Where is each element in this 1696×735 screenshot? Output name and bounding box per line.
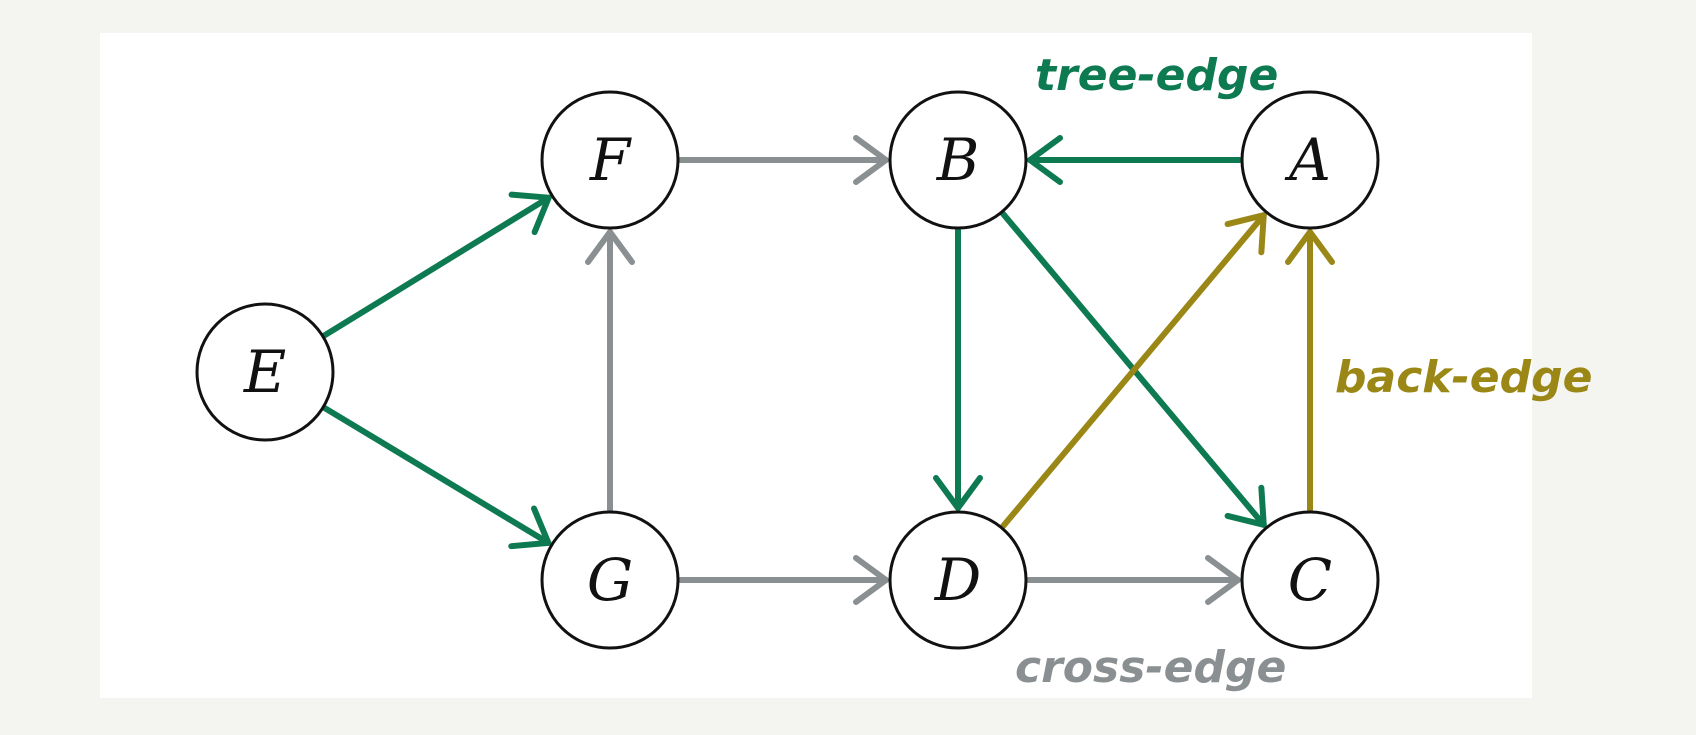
edge-arrowhead	[1285, 229, 1335, 265]
edge-arrowhead	[933, 475, 983, 511]
node-label: F	[589, 126, 632, 194]
edge-arrowhead	[853, 135, 889, 185]
node-b: B	[888, 90, 1028, 230]
node-label: E	[243, 338, 286, 406]
node-circle	[195, 302, 335, 442]
nodes: E F G B D A C	[195, 90, 1380, 650]
node-label: G	[587, 546, 633, 614]
edge-arrowhead	[1224, 212, 1267, 256]
node-e: E	[195, 302, 335, 442]
node-d: D	[888, 510, 1028, 650]
edge-d-a	[999, 212, 1267, 530]
node-a: A	[1240, 90, 1380, 230]
node-c: C	[1240, 510, 1380, 650]
edge-c-a	[1285, 229, 1335, 513]
edge-arrowhead	[1027, 135, 1063, 185]
edge-b-d	[933, 227, 983, 511]
edge-arrowhead	[1224, 484, 1267, 528]
edge-arrowhead	[853, 555, 889, 605]
node-circle	[888, 90, 1028, 230]
edge-g-f	[585, 229, 635, 513]
edge-a-b	[1027, 135, 1243, 185]
node-circle	[540, 90, 680, 230]
node-circle	[888, 510, 1028, 650]
edge-arrowhead	[585, 229, 635, 265]
node-label: D	[934, 546, 982, 614]
label-cross-edge: cross-edge	[1015, 642, 1286, 693]
node-label: A	[1284, 126, 1331, 194]
edges	[321, 135, 1335, 605]
edge-arrowhead	[1205, 555, 1241, 605]
node-label: B	[936, 126, 980, 194]
edge-line	[321, 405, 552, 546]
label-tree-edge: tree-edge	[1035, 50, 1278, 101]
edge-f-b	[677, 135, 889, 185]
node-g: G	[540, 510, 680, 650]
edge-e-f	[321, 191, 552, 339]
node-circle	[1240, 90, 1380, 230]
label-back-edge: back-edge	[1335, 352, 1592, 403]
edge-line	[321, 194, 552, 339]
node-circle	[540, 510, 680, 650]
node-f: F	[540, 90, 680, 230]
node-label: C	[1288, 546, 1332, 614]
edge-arrowhead	[508, 191, 552, 236]
edge-arrowhead	[508, 505, 552, 550]
edge-d-c	[1025, 555, 1241, 605]
edge-line	[999, 212, 1267, 530]
node-circle	[1240, 510, 1380, 650]
edge-e-g	[321, 405, 552, 550]
edge-g-d	[677, 555, 889, 605]
